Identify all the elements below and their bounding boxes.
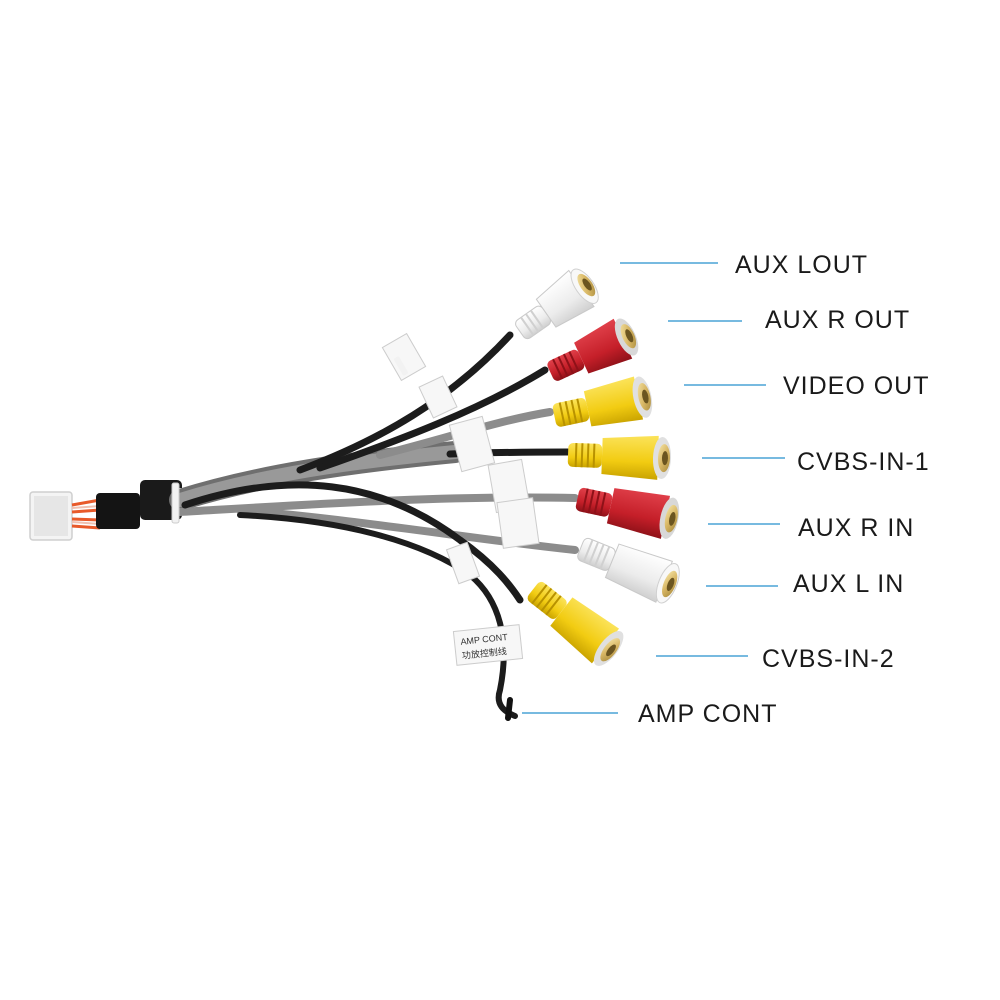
amp-tag-line2: 功放控制线 <box>461 645 507 661</box>
rca-plug-video-out <box>552 376 653 427</box>
rca-plug-aux-r-out <box>547 318 639 381</box>
label-aux-r-in: AUX R IN <box>798 514 914 542</box>
label-cvbs-in-1: CVBS-IN-1 <box>797 448 930 476</box>
cable-tags: AMP CONT 功放控制线 <box>171 332 540 666</box>
label-aux-l-out: AUX LOUT <box>735 251 868 279</box>
callouts: AUX LOUT AUX R OUT VIDEO OUT CVBS-IN-1 A… <box>522 251 930 728</box>
rca-plug-aux-l-in <box>577 537 680 604</box>
amp-cont-tag <box>452 624 524 666</box>
amp-cont-wire-end <box>505 697 513 721</box>
rca-plug-cvbs-in-1 <box>567 435 672 480</box>
label-video-out: VIDEO OUT <box>783 372 930 400</box>
label-aux-l-in: AUX L IN <box>793 570 904 598</box>
label-amp-cont: AMP CONT <box>638 700 778 728</box>
label-aux-r-out: AUX R OUT <box>765 306 910 334</box>
label-cvbs-in-2: CVBS-IN-2 <box>762 645 895 673</box>
rca-plug-aux-r-in <box>575 487 680 539</box>
rca-plug-cvbs-in-2 <box>527 581 624 666</box>
rca-plug-aux-l-out <box>515 268 599 340</box>
amp-tag-line1: AMP CONT <box>460 632 509 647</box>
harness-connector <box>29 480 186 541</box>
